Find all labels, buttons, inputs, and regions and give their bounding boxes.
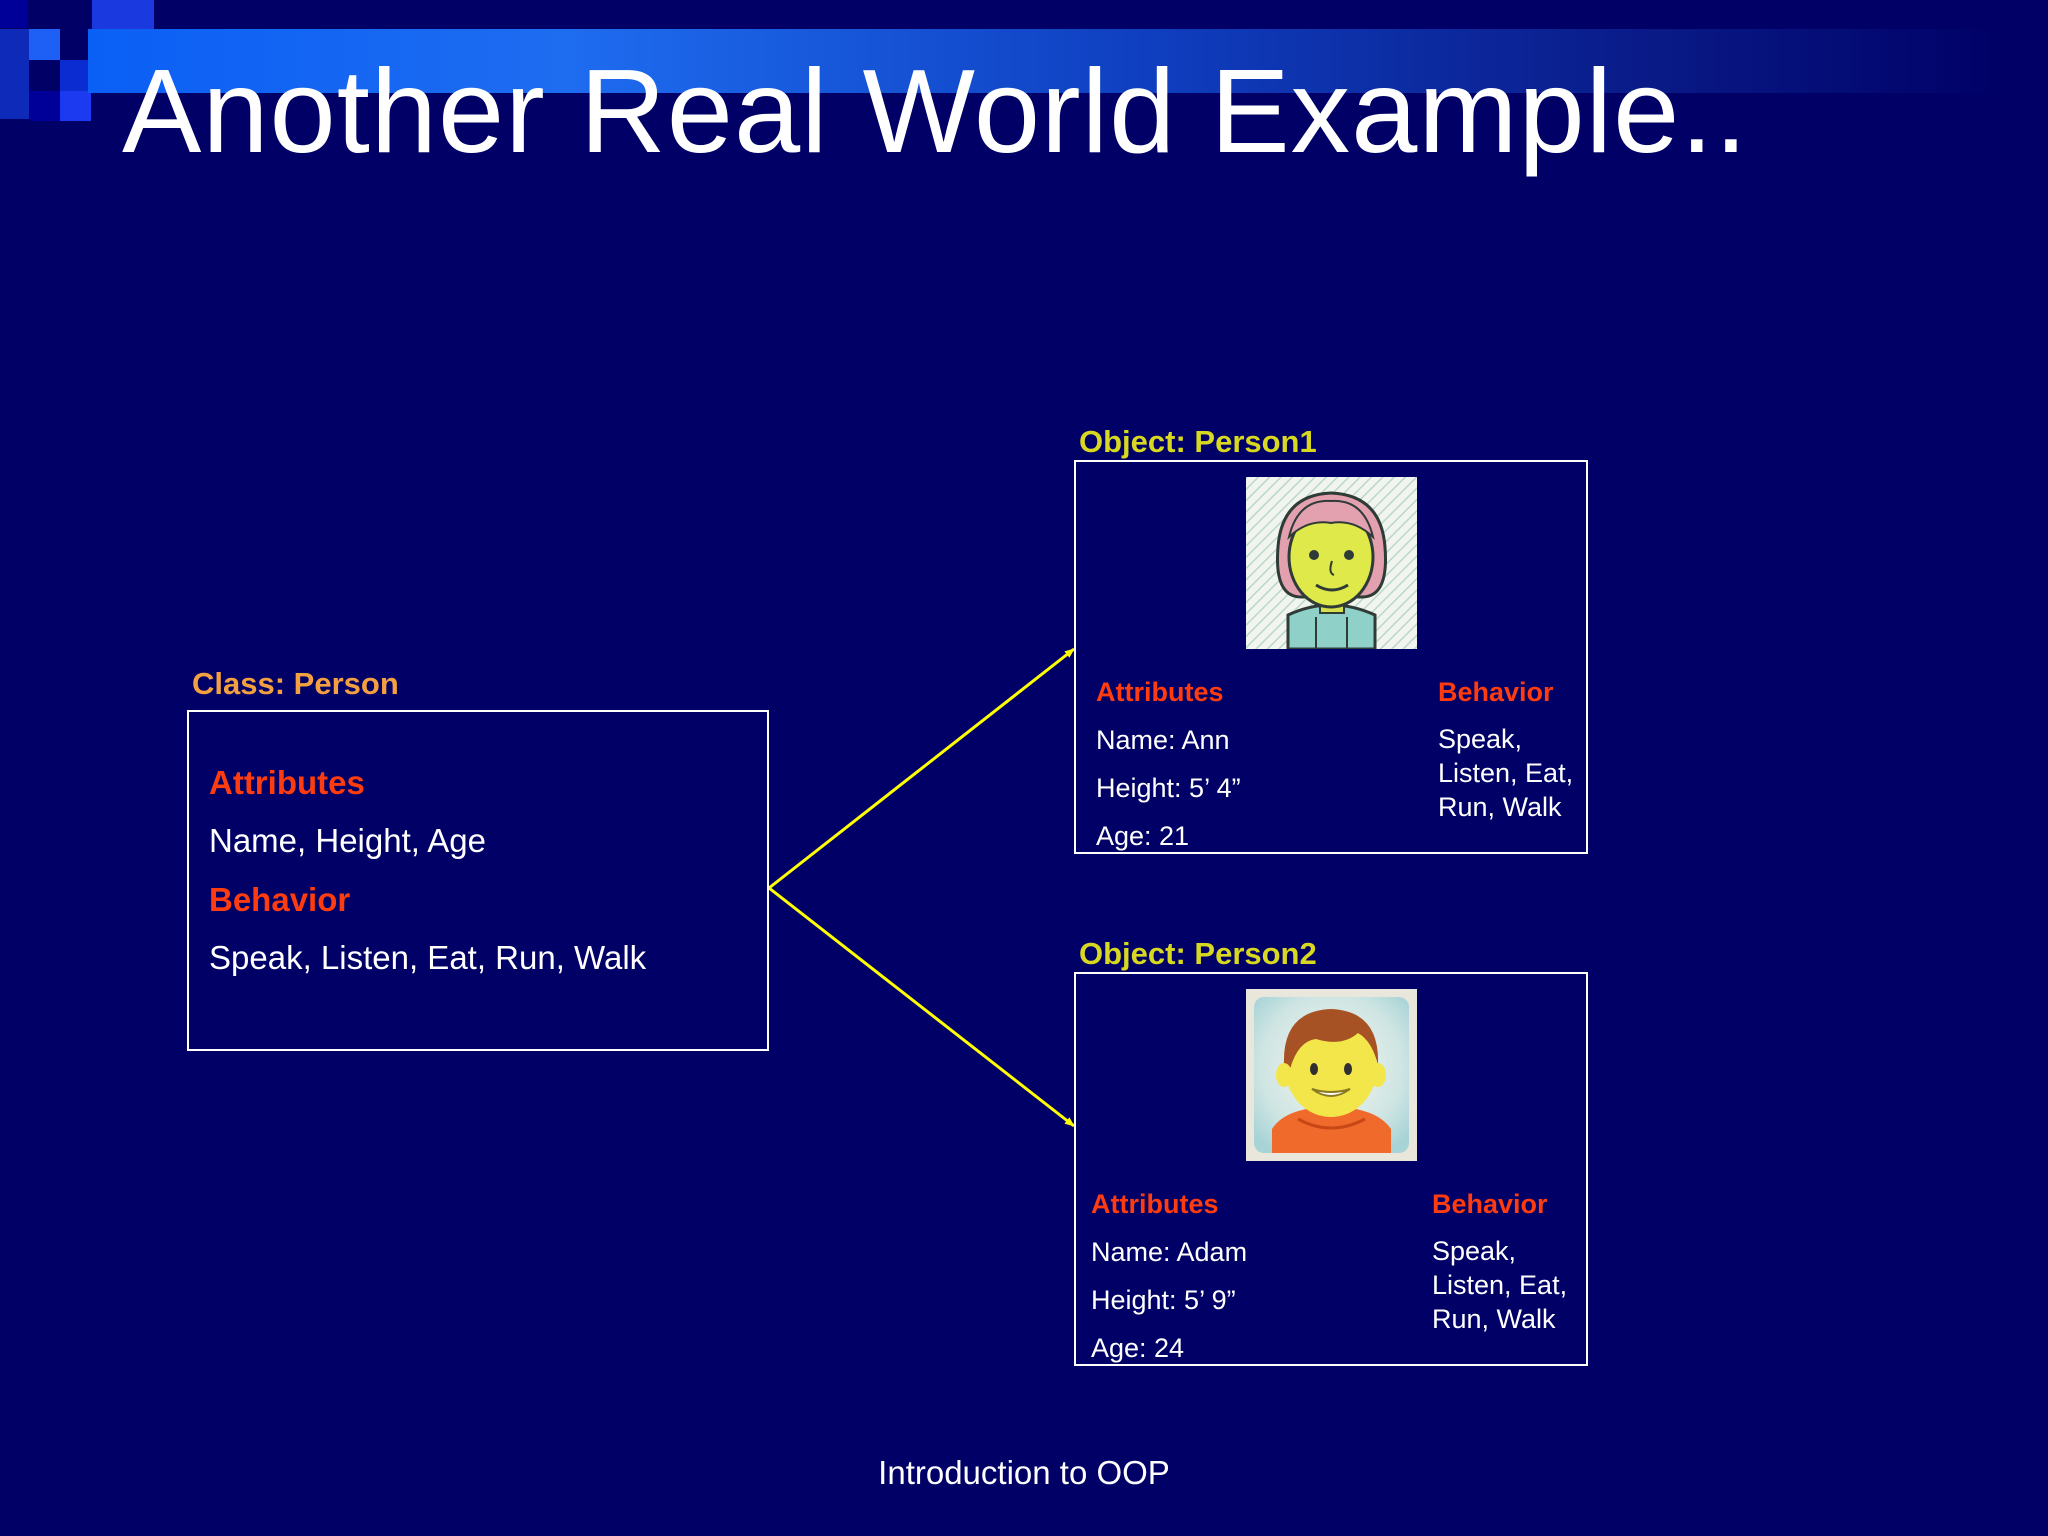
object-caption-person2: Object: Person2 xyxy=(1079,936,1317,971)
arrow-to-person2 xyxy=(768,886,1075,1128)
person1-behavior-heading: Behavior xyxy=(1438,677,1554,707)
header-gradient-bar xyxy=(88,29,2008,93)
person2-attributes-heading: Attributes xyxy=(1091,1189,1219,1219)
object-box-person1 xyxy=(1074,460,1588,854)
decorative-square xyxy=(60,60,91,91)
person2-behavior-text: Speak, Listen, Eat, Run, Walk xyxy=(1432,1236,1568,1334)
class-behavior-text: Speak, Listen, Eat, Run, Walk xyxy=(209,939,647,976)
slide-footer: Introduction to OOP xyxy=(878,1454,1170,1491)
decorative-square xyxy=(0,29,29,119)
person1-height: Height: 5’ 4” xyxy=(1096,773,1241,803)
arrow-to-person1 xyxy=(768,647,1075,890)
person2-height: Height: 5’ 9” xyxy=(1091,1285,1236,1315)
class-box xyxy=(187,710,769,1051)
person1-name: Name: Ann xyxy=(1096,725,1230,755)
object-caption-person1: Object: Person1 xyxy=(1079,424,1317,459)
decorative-square xyxy=(60,91,91,121)
class-behavior-heading: Behavior xyxy=(209,881,351,918)
object-box-person2 xyxy=(1074,972,1588,1366)
person2-name: Name: Adam xyxy=(1091,1237,1248,1267)
decorative-square xyxy=(92,0,154,29)
person1-attributes-heading: Attributes xyxy=(1096,677,1224,707)
class-attributes-heading: Attributes xyxy=(209,764,365,801)
class-attributes-text: Name, Height, Age xyxy=(209,822,486,859)
person1-behavior-text: Speak, Listen, Eat, Run, Walk xyxy=(1438,724,1574,822)
decorative-square xyxy=(29,91,60,121)
boy-avatar-icon xyxy=(1246,989,1417,1161)
decorative-square xyxy=(0,0,28,28)
woman-avatar-icon xyxy=(1246,477,1417,649)
person2-age: Age: 24 xyxy=(1091,1333,1185,1363)
slide-title: Another Real World Example.. xyxy=(122,45,1749,178)
decorative-square xyxy=(29,29,60,60)
person1-age: Age: 21 xyxy=(1096,821,1190,851)
class-caption: Class: Person xyxy=(192,666,399,701)
person2-behavior-heading: Behavior xyxy=(1432,1189,1548,1219)
